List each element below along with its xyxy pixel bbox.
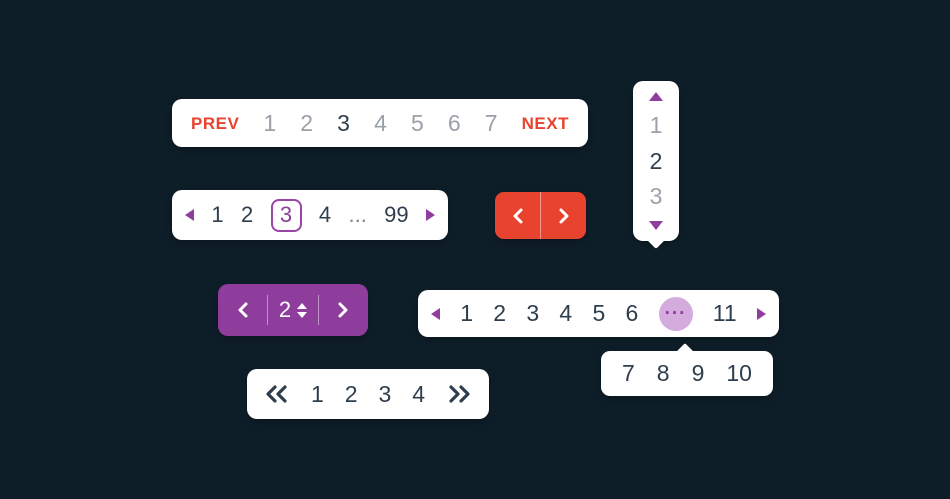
page-button-2[interactable]: 2 xyxy=(344,380,358,407)
up-triangle-icon xyxy=(649,92,663,101)
double-chevron-pager: 1 2 3 4 xyxy=(247,369,489,419)
vertical-pager: 1 2 3 xyxy=(633,81,679,249)
page-button-3[interactable]: 3 xyxy=(378,380,392,407)
page-button-2[interactable]: 2 xyxy=(300,109,314,136)
spin-up-icon xyxy=(297,302,308,309)
left-triangle-icon xyxy=(431,307,440,320)
chevron-left-icon xyxy=(513,208,522,223)
page-button-1[interactable]: 1 xyxy=(460,300,474,326)
current-page-value: 2 xyxy=(278,297,292,322)
page-button-1[interactable]: 1 xyxy=(211,202,224,227)
prev-arrow-button[interactable] xyxy=(185,209,194,221)
page-button-4[interactable]: 4 xyxy=(318,202,332,227)
page-button-1[interactable]: 1 xyxy=(310,380,324,407)
pointer-tail xyxy=(646,229,666,249)
page-button-7[interactable]: 7 xyxy=(484,109,498,136)
page-button-2-current[interactable]: 2 xyxy=(649,147,663,174)
red-nav-buttons xyxy=(495,192,586,239)
page-button-5[interactable]: 5 xyxy=(410,109,424,136)
page-button-10[interactable]: 10 xyxy=(726,360,752,386)
prev-button[interactable] xyxy=(218,284,267,336)
divider xyxy=(540,192,541,239)
boxed-pager: 1 2 3 4 ... 99 xyxy=(172,190,448,240)
next-button[interactable] xyxy=(319,284,368,336)
page-button-3-current[interactable]: 3 xyxy=(337,109,350,136)
right-triangle-icon xyxy=(756,307,766,320)
page-stepper: 2 xyxy=(218,284,368,336)
divider xyxy=(317,295,319,325)
divider xyxy=(267,295,269,325)
down-triangle-icon xyxy=(649,221,663,230)
ellipsis-expand-button[interactable]: ... xyxy=(658,296,693,331)
page-button-2[interactable]: 2 xyxy=(240,202,254,227)
page-button-7[interactable]: 7 xyxy=(622,360,635,386)
spin-down-icon xyxy=(297,311,308,318)
double-chevron-right-icon xyxy=(449,385,470,403)
page-button-4[interactable]: 4 xyxy=(559,300,573,326)
page-button-3-current[interactable]: 3 xyxy=(270,198,302,232)
page-button-5[interactable]: 5 xyxy=(592,300,606,326)
page-button-1[interactable]: 1 xyxy=(649,111,663,138)
double-chevron-left-icon xyxy=(266,385,287,403)
next-arrow-button[interactable] xyxy=(756,307,766,320)
page-up-button[interactable] xyxy=(649,92,663,101)
prev-next-pager: PREV 1 2 3 4 5 6 7 NEXT xyxy=(172,99,588,147)
page-button-9[interactable]: 9 xyxy=(691,360,705,386)
chevron-right-icon xyxy=(338,302,348,318)
page-button-3[interactable]: 3 xyxy=(649,183,663,210)
spinner-arrows-icon[interactable] xyxy=(297,302,308,318)
last-page-button[interactable] xyxy=(446,384,472,404)
prev-arrow-button[interactable] xyxy=(431,307,440,320)
page-spinner[interactable]: 2 xyxy=(268,284,317,336)
page-down-button[interactable] xyxy=(649,221,663,230)
prev-button[interactable] xyxy=(495,192,540,239)
next-arrow-button[interactable] xyxy=(425,209,435,221)
page-button-99[interactable]: 99 xyxy=(384,202,409,227)
page-button-4[interactable]: 4 xyxy=(374,109,387,136)
first-page-button[interactable] xyxy=(264,384,290,404)
page-button-6[interactable]: 6 xyxy=(447,109,461,136)
ellipsis-pager: 1 2 3 4 5 6 ... 11 xyxy=(418,290,779,337)
page-button-3[interactable]: 3 xyxy=(526,300,540,326)
page-button-1[interactable]: 1 xyxy=(263,109,277,136)
next-button[interactable]: NEXT xyxy=(521,113,569,133)
page-button-4[interactable]: 4 xyxy=(412,380,425,407)
hidden-pages-popup: 7 8 9 10 xyxy=(601,343,773,396)
ellipsis-text: ... xyxy=(348,202,367,227)
page-button-2[interactable]: 2 xyxy=(493,300,507,326)
right-triangle-icon xyxy=(425,209,435,221)
page-button-6[interactable]: 6 xyxy=(625,300,639,326)
page-button-11[interactable]: 11 xyxy=(712,300,737,326)
next-button[interactable] xyxy=(541,192,586,239)
prev-button[interactable]: PREV xyxy=(191,113,240,133)
chevron-right-icon xyxy=(559,208,568,223)
page-button-8[interactable]: 8 xyxy=(656,360,670,386)
left-triangle-icon xyxy=(185,209,194,221)
chevron-left-icon xyxy=(238,302,248,318)
